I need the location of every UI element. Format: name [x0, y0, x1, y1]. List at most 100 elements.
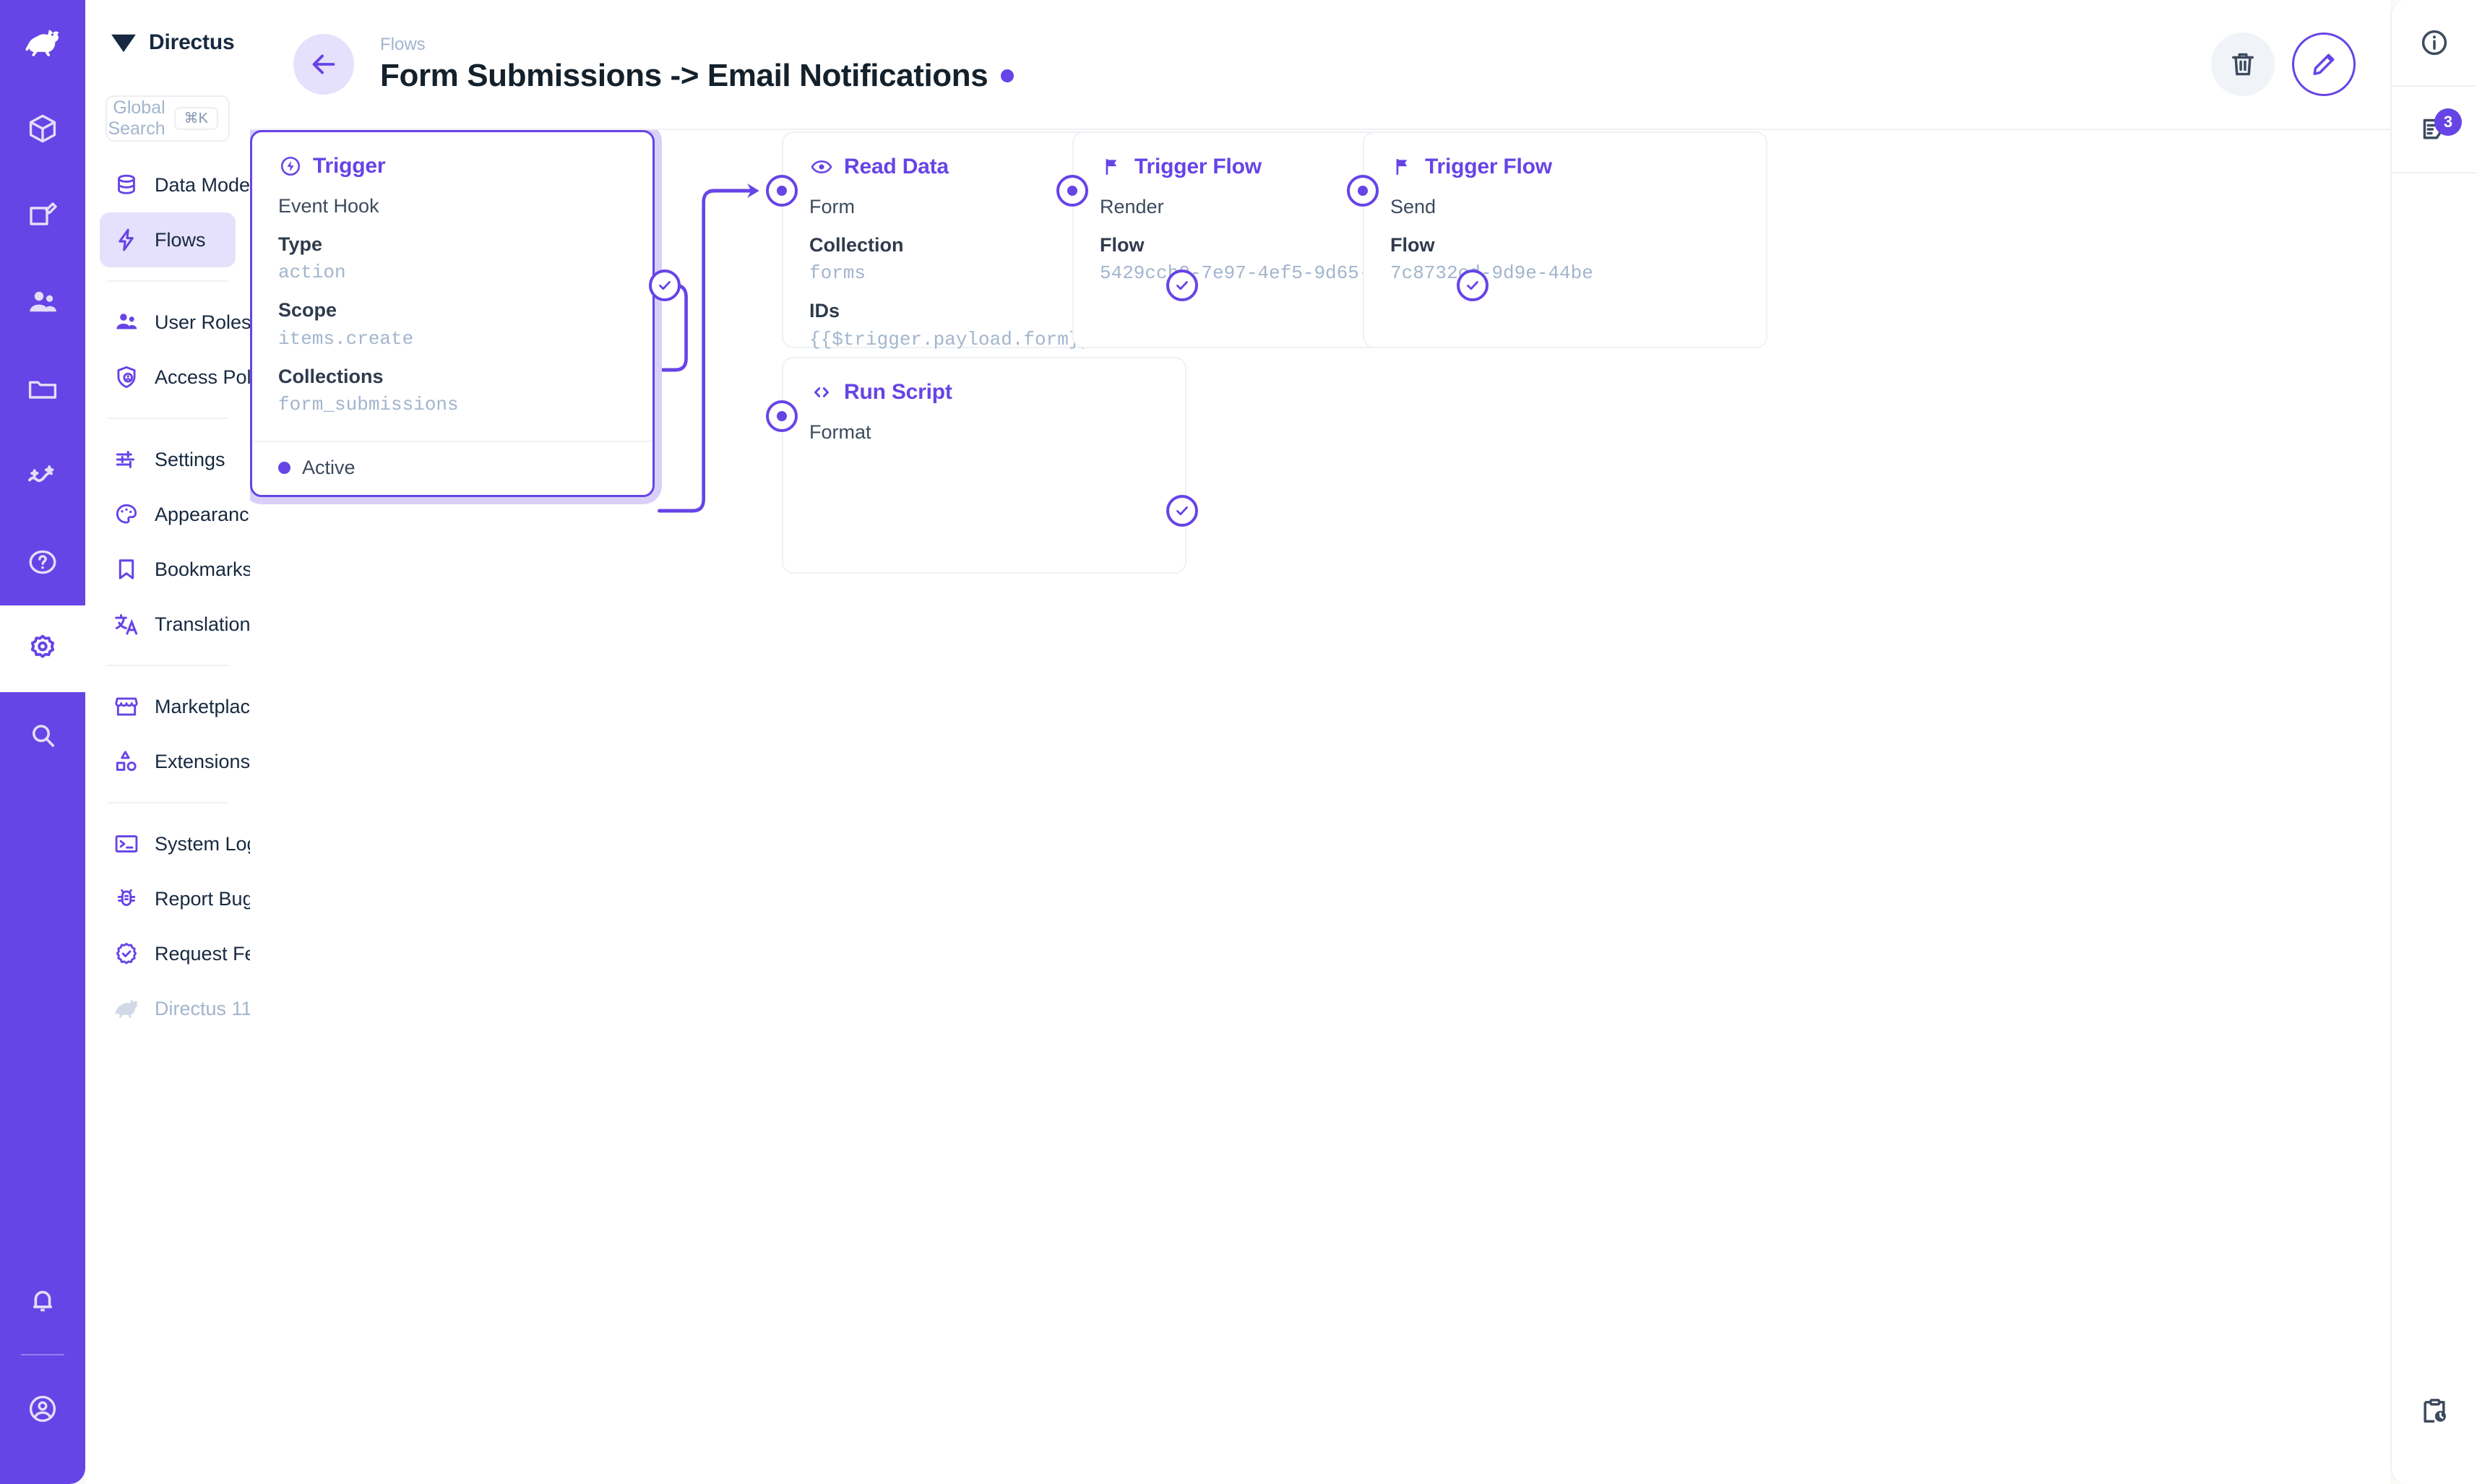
revisions-count-badge: 3: [2434, 108, 2462, 136]
node-subtitle: Render: [1100, 196, 1164, 217]
rail-item-help-circle-icon[interactable]: [0, 519, 85, 605]
node-body: Send Flow 7c8732cd-9d9e-44be: [1364, 186, 1766, 309]
back-button[interactable]: [293, 34, 354, 95]
rabbit-logo-icon: [25, 30, 59, 56]
field-value: {{$trigger.payload.form}}: [809, 328, 1092, 350]
port-trigger-flow-send-input[interactable]: [1347, 175, 1379, 207]
nav-divider: [107, 665, 228, 666]
bolt-icon: [119, 228, 134, 251]
bolt-circle-icon: [280, 156, 301, 176]
edge-run-script-to-trigger-flow-render: [658, 189, 755, 513]
port-core: [777, 186, 787, 196]
pencil-icon: [2313, 53, 2335, 75]
rail-item-bell-icon[interactable]: [0, 1257, 85, 1344]
rail-item-folder-icon[interactable]: [0, 345, 85, 432]
sidebar-item-label: Appearance: [155, 503, 260, 525]
flow-canvas[interactable]: Trigger Event Hook Type action Scope ite…: [250, 130, 2390, 1484]
port-trigger-flow-render-input[interactable]: [1056, 175, 1088, 207]
sidebar-item-access-policies[interactable]: Access Policies: [100, 350, 290, 405]
sidebar-item-translations[interactable]: Translations: [100, 597, 260, 652]
rail-item-insights-icon[interactable]: [0, 432, 85, 519]
store-icon: [115, 697, 138, 716]
port-run-script-input[interactable]: [766, 400, 798, 432]
sidebar-item-label: Translations: [155, 613, 261, 635]
node-body: Event Hook Type action Scope items.creat…: [252, 186, 652, 441]
rail-item-search-icon[interactable]: [0, 692, 85, 779]
sidebar-item-user-roles[interactable]: User Roles: [100, 295, 251, 350]
header-actions: [2211, 33, 2356, 96]
port-trigger-output-success[interactable]: [649, 269, 681, 301]
secondary-navigation: Directus Global Search ⌘K Data Model Flo…: [85, 0, 333, 1484]
edit-button[interactable]: [2292, 33, 2356, 96]
flow-node-trigger-flow-send[interactable]: Trigger Flow Send Flow 7c8732cd-9d9e-44b…: [1363, 131, 1767, 348]
sidebar-item-flows[interactable]: Flows: [100, 212, 236, 267]
flag-icon: [1106, 159, 1117, 175]
right-sidebar: 3: [2390, 0, 2477, 1484]
rail-item-gear-icon[interactable]: [0, 605, 85, 692]
node-body: Form Collection forms IDs {{$trigger.pay…: [783, 186, 1185, 376]
page-header: Flows Form Submissions -> Email Notifica…: [250, 0, 2390, 130]
gear-icon: [30, 634, 55, 658]
sidebar-item-label: Marketplace: [155, 695, 262, 717]
node-footer: Active: [252, 441, 652, 495]
folder-icon: [28, 381, 57, 399]
info-icon: [2421, 30, 2447, 56]
node-header: Trigger: [252, 132, 652, 186]
port-trigger-flow-render-output-success[interactable]: [1457, 269, 1489, 301]
nav-divider: [107, 280, 228, 282]
title-block: Flows Form Submissions -> Email Notifica…: [380, 34, 1015, 95]
sidebar-item-settings[interactable]: Settings: [100, 432, 236, 487]
main-area: Flows Form Submissions -> Email Notifica…: [250, 0, 2390, 1484]
sidebar-item-data-model[interactable]: Data Model: [100, 158, 254, 212]
sidebar-item-label: Data Model: [155, 173, 255, 196]
bell-icon: [33, 1290, 52, 1311]
bug-icon: [117, 889, 136, 906]
revisions-button[interactable]: 3: [2391, 87, 2477, 173]
rail-item-box-icon[interactable]: [0, 85, 85, 172]
nav-group-2: User Roles Access Policies: [100, 295, 290, 405]
delete-button[interactable]: [2211, 33, 2275, 96]
check-icon: [1467, 281, 1478, 290]
node-type-label: Trigger: [313, 154, 386, 178]
search-input[interactable]: Global Search ⌘K: [105, 95, 230, 142]
field-key: Collection: [809, 233, 904, 256]
rail-item-account-circle-icon[interactable]: [0, 1366, 85, 1452]
nav-group-3: Settings Appearance Bookmarks: [100, 432, 260, 652]
brand-name: Directus: [149, 30, 235, 54]
sidebar-item-bookmarks[interactable]: Bookmarks: [100, 542, 252, 597]
nav-group-5: System Logs Report Bug Request Feature: [100, 816, 300, 1036]
node-subtitle: Event Hook: [278, 195, 379, 217]
sidebar-item-request-feature[interactable]: Request Feature: [100, 926, 300, 981]
sidebar-item-label: Settings: [155, 448, 225, 470]
help-circle-icon: [29, 550, 56, 574]
node-subtitle: Send: [1390, 196, 1436, 217]
rail-item-rabbit-logo-icon[interactable]: [0, 0, 85, 85]
sidebar-item-system-logs[interactable]: System Logs: [100, 816, 267, 871]
sliders-icon: [116, 451, 135, 468]
node-type-label: Run Script: [844, 380, 952, 404]
node-type-label: Trigger Flow: [1134, 155, 1262, 178]
flow-node-trigger[interactable]: Trigger Event Hook Type action Scope ite…: [250, 130, 655, 497]
status-badge: [1001, 69, 1015, 83]
flag-icon: [1396, 159, 1408, 175]
sidebar-item-extensions[interactable]: Extensions: [100, 734, 250, 789]
eye-icon: [811, 160, 832, 173]
activity-log-button[interactable]: [2391, 1368, 2477, 1455]
port-run-script-output-success[interactable]: [1166, 495, 1198, 527]
flow-node-run-script[interactable]: Run Script Format: [782, 357, 1186, 574]
sidebar-item-appearance[interactable]: Appearance: [100, 487, 260, 542]
breadcrumb[interactable]: Flows: [380, 34, 426, 54]
rail-item-edit-box-icon[interactable]: [0, 172, 85, 259]
rail-item-users-icon[interactable]: [0, 259, 85, 345]
sidebar-item-marketplace[interactable]: Marketplace Beta: [100, 679, 333, 734]
port-read-data-input[interactable]: [766, 175, 798, 207]
sidebar-item-report-bug[interactable]: Report Bug: [100, 871, 254, 926]
port-read-data-output-success[interactable]: [1166, 269, 1198, 301]
info-button[interactable]: [2391, 0, 2477, 87]
users-icon: [116, 314, 137, 329]
rail-divider: [21, 1354, 64, 1355]
directus-diamond-icon: [111, 34, 136, 53]
edit-box-icon: [30, 202, 57, 225]
active-status-dot: [278, 462, 290, 474]
